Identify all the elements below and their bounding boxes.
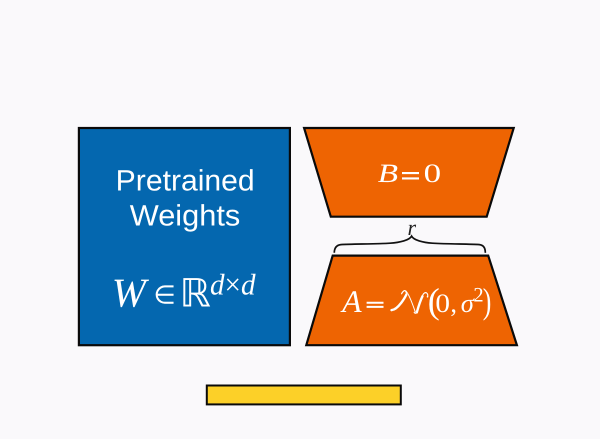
svg-text:Pretrained: Pretrained (116, 165, 255, 198)
svg-text:ℝ: ℝ (180, 272, 211, 315)
svg-text:A: A (340, 284, 362, 319)
svg-text:): ) (483, 281, 492, 321)
svg-text:B: B (378, 158, 398, 188)
svg-text:∈: ∈ (154, 280, 176, 309)
svg-text:W: W (112, 269, 150, 315)
svg-text:0: 0 (435, 288, 450, 318)
svg-text:(: ( (428, 281, 440, 321)
svg-text:,: , (450, 288, 457, 318)
svg-text:0: 0 (424, 158, 442, 188)
svg-text:d×d: d×d (210, 269, 256, 302)
svg-text:r: r (408, 215, 417, 240)
svg-text:Weights: Weights (130, 200, 241, 233)
svg-text:2: 2 (473, 285, 483, 307)
svg-text:σ: σ (461, 288, 475, 318)
